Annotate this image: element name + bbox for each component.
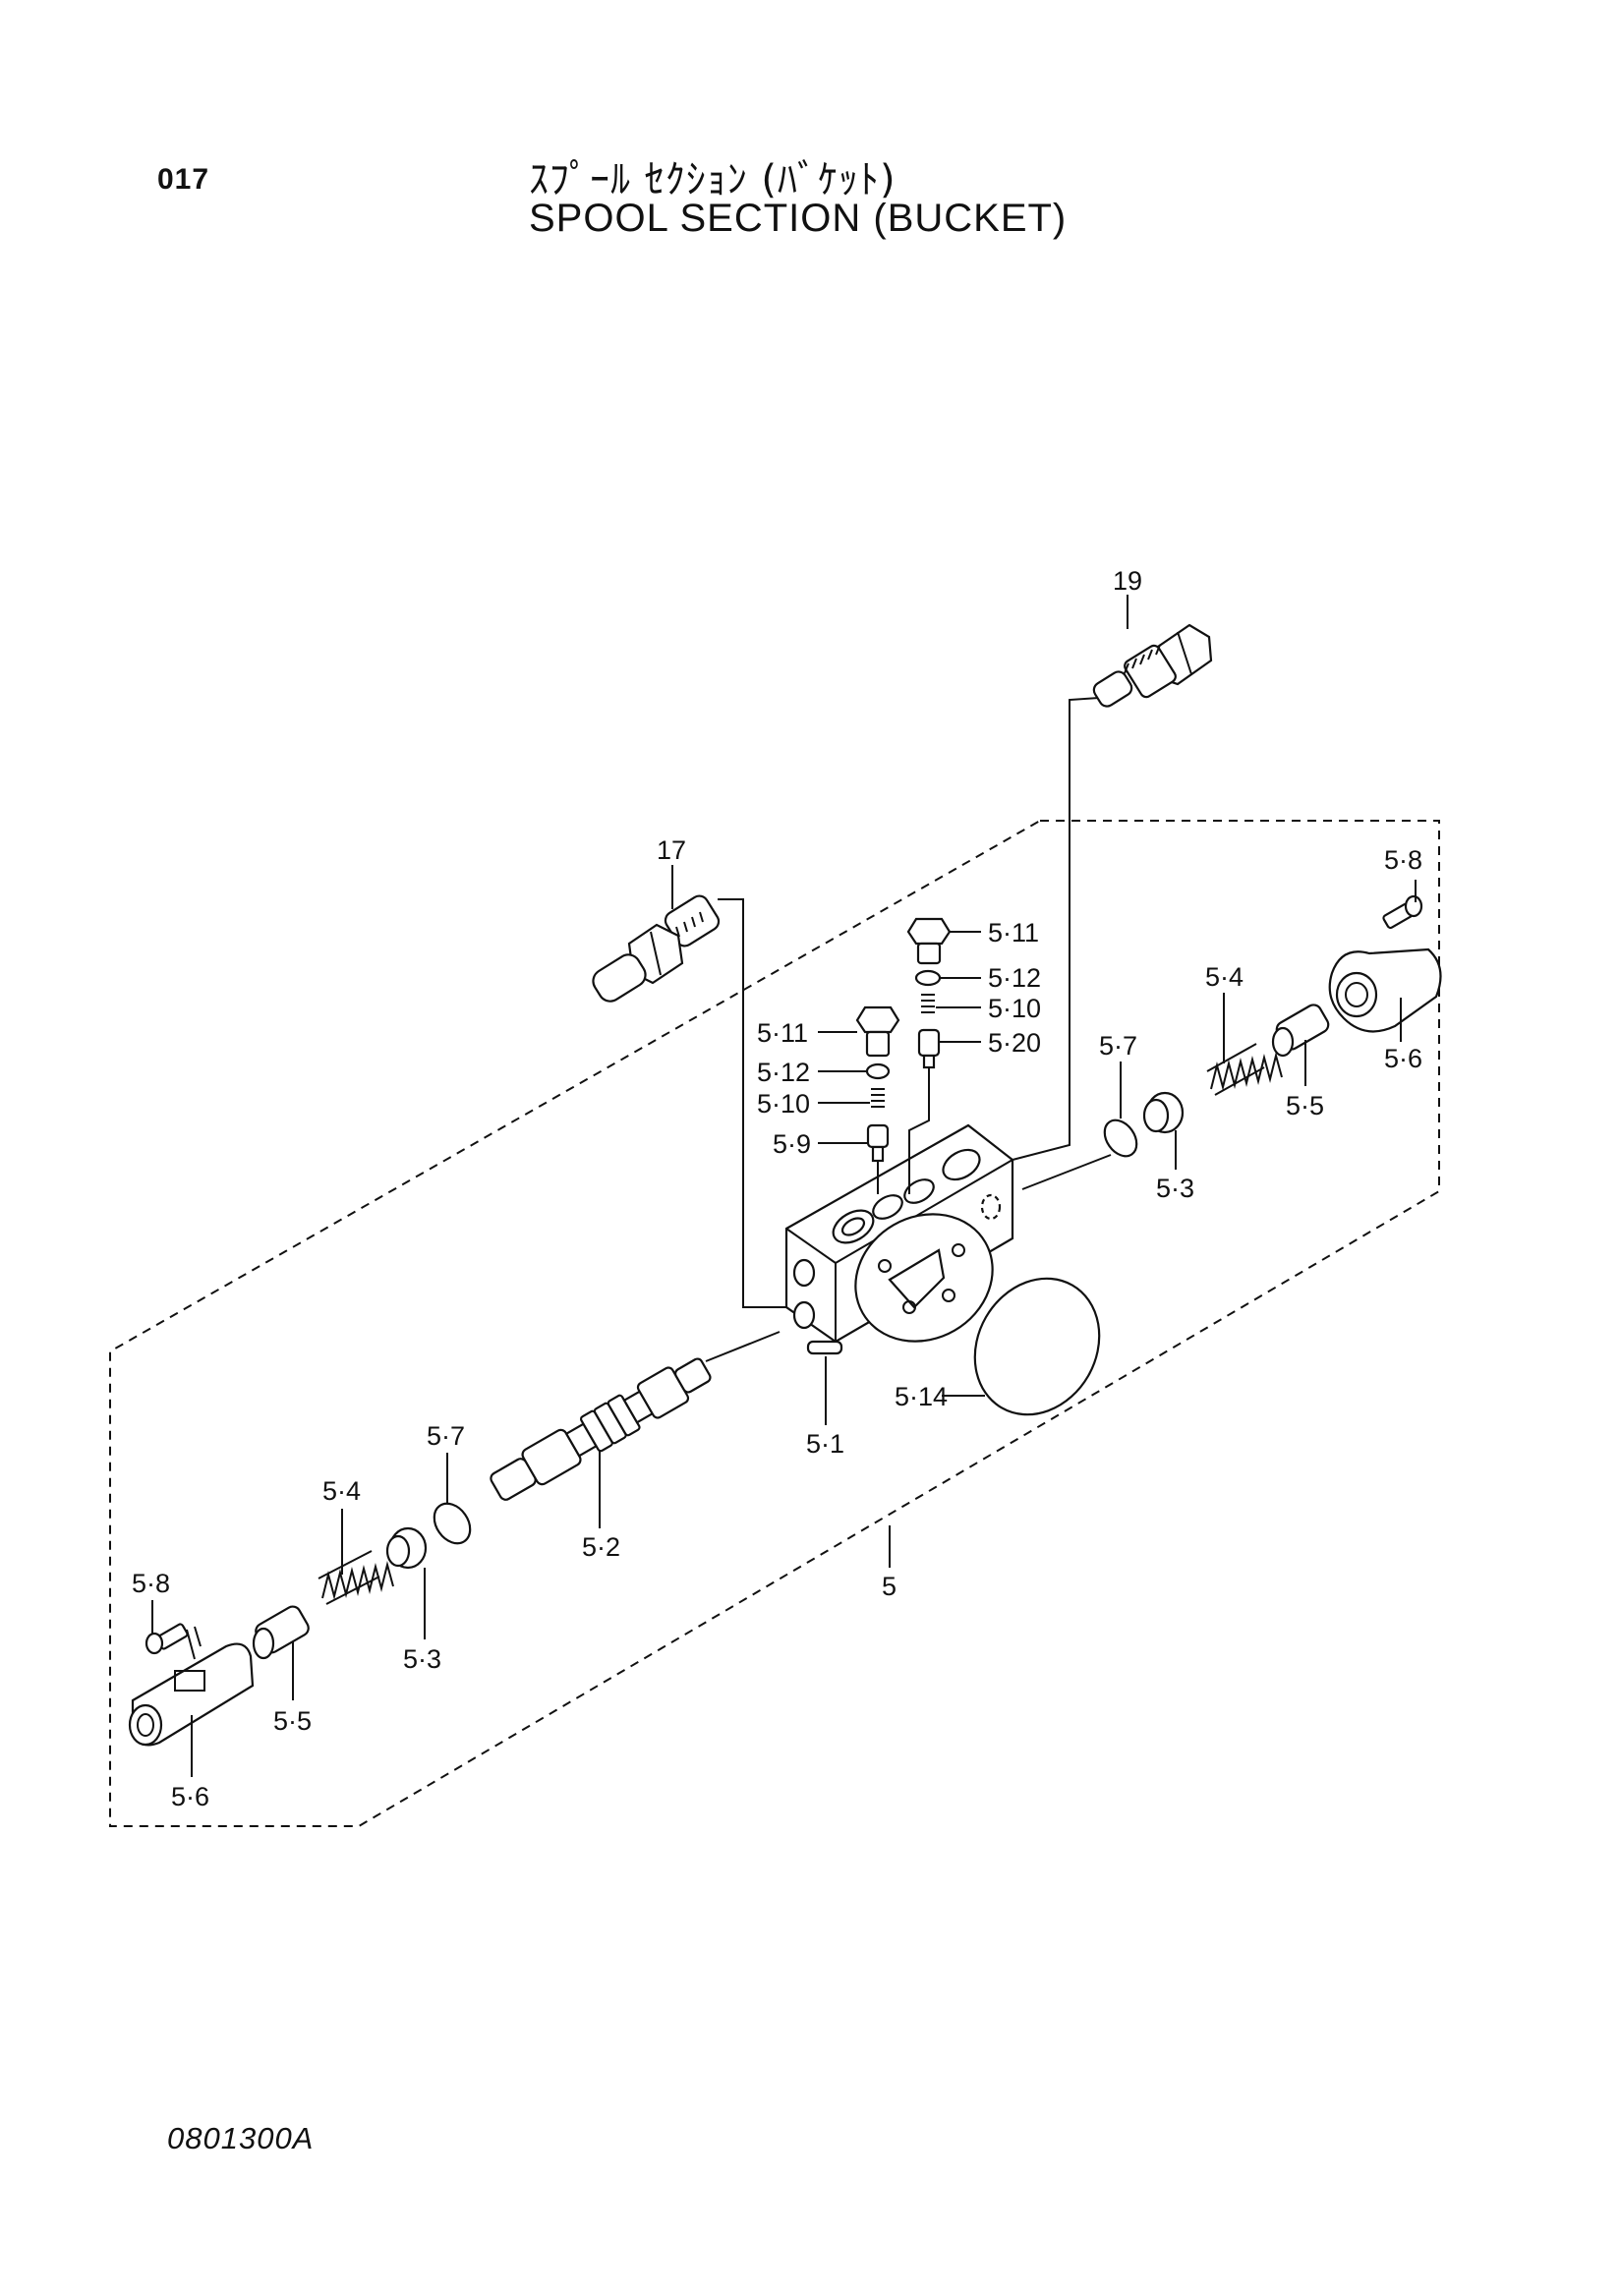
spool-axis: [705, 1331, 781, 1362]
callout-leaders: [151, 595, 1417, 1777]
callout-5-10-top: 5·10: [988, 994, 1041, 1023]
valve-body-5-1: [784, 1123, 1014, 1355]
spring-seat-5-3-right: [1142, 1091, 1185, 1134]
callout-5-7-left: 5·7: [427, 1421, 465, 1451]
o-ring-5-7-left: [433, 1502, 472, 1545]
drawing-code: 0801300A: [167, 2121, 315, 2155]
callout-5-6-right: 5·6: [1384, 1044, 1422, 1073]
callout-5-4-left: 5·4: [322, 1476, 361, 1506]
poppet-5-9: [866, 1123, 890, 1163]
spring-seat-5-3-left: [385, 1526, 428, 1570]
callout-5-10-mid: 5·10: [757, 1089, 810, 1119]
callout-5: 5: [882, 1572, 897, 1601]
title-japanese: ｽﾌﾟｰﾙ ｾｸｼｮﾝ (ﾊﾞｹｯﾄ): [529, 157, 897, 202]
o-ring-5-14: [973, 1277, 1101, 1416]
cap-5-6-right: [1328, 947, 1442, 1033]
poppet-5-20: [917, 1028, 941, 1069]
callout-5-1: 5·1: [806, 1429, 844, 1459]
spring-5-4-left: [318, 1550, 394, 1605]
callout-5-5-left: 5·5: [273, 1706, 312, 1736]
callout-5-12-mid: 5·12: [757, 1058, 810, 1087]
spring-seat-5-5-left: [252, 1605, 310, 1660]
callout-5-20: 5·20: [988, 1028, 1041, 1058]
cap-5-6-left: [128, 1642, 255, 1747]
callout-5-8-left: 5·8: [132, 1569, 170, 1598]
o-ring-5-12-top: [914, 969, 942, 987]
callout-5-3-right: 5·3: [1156, 1174, 1194, 1203]
spring-5-4-right: [1206, 1043, 1283, 1096]
callout-5-4-right: 5·4: [1205, 962, 1244, 992]
bolt-5-8-right: [1382, 894, 1423, 930]
leader-17: [718, 898, 786, 1308]
leader-19: [1012, 697, 1100, 1161]
spring-5-10-top: [921, 994, 935, 1013]
relief-valve-17: [592, 894, 721, 1003]
fitting-19: [1092, 623, 1213, 708]
o-ring-5-12-mid: [865, 1062, 891, 1080]
page-number: 017: [157, 163, 210, 196]
callout-5-3-left: 5·3: [403, 1644, 441, 1674]
callout-5-8-top: 5·8: [1384, 845, 1422, 875]
spool-5-2: [490, 1357, 712, 1501]
spring-seat-5-5-right: [1271, 1004, 1330, 1058]
callout-5-11-top: 5·11: [988, 918, 1039, 947]
callout-17: 17: [657, 835, 686, 865]
callout-5-5-right: 5·5: [1286, 1091, 1324, 1120]
plug-5-11-top: [906, 917, 952, 965]
callout-5-14: 5·14: [895, 1382, 948, 1411]
callout-5-2: 5·2: [582, 1532, 620, 1562]
callout-5-9: 5·9: [773, 1129, 811, 1159]
assembly-boundary: [109, 820, 1440, 1827]
callout-5-7-right: 5·7: [1099, 1031, 1137, 1061]
o-ring-5-7-right: [1103, 1119, 1138, 1158]
title-english: SPOOL SECTION (BUCKET): [529, 197, 1068, 240]
plug-5-11-mid: [855, 1005, 900, 1058]
callout-5-6-left: 5·6: [171, 1782, 209, 1811]
callout-5-11-mid: 5·11: [757, 1018, 808, 1048]
callout-19: 19: [1113, 566, 1142, 596]
spring-5-10-mid: [871, 1088, 885, 1108]
bolt-5-8-left: [145, 1623, 202, 1660]
callout-5-12-top: 5·12: [988, 963, 1041, 993]
